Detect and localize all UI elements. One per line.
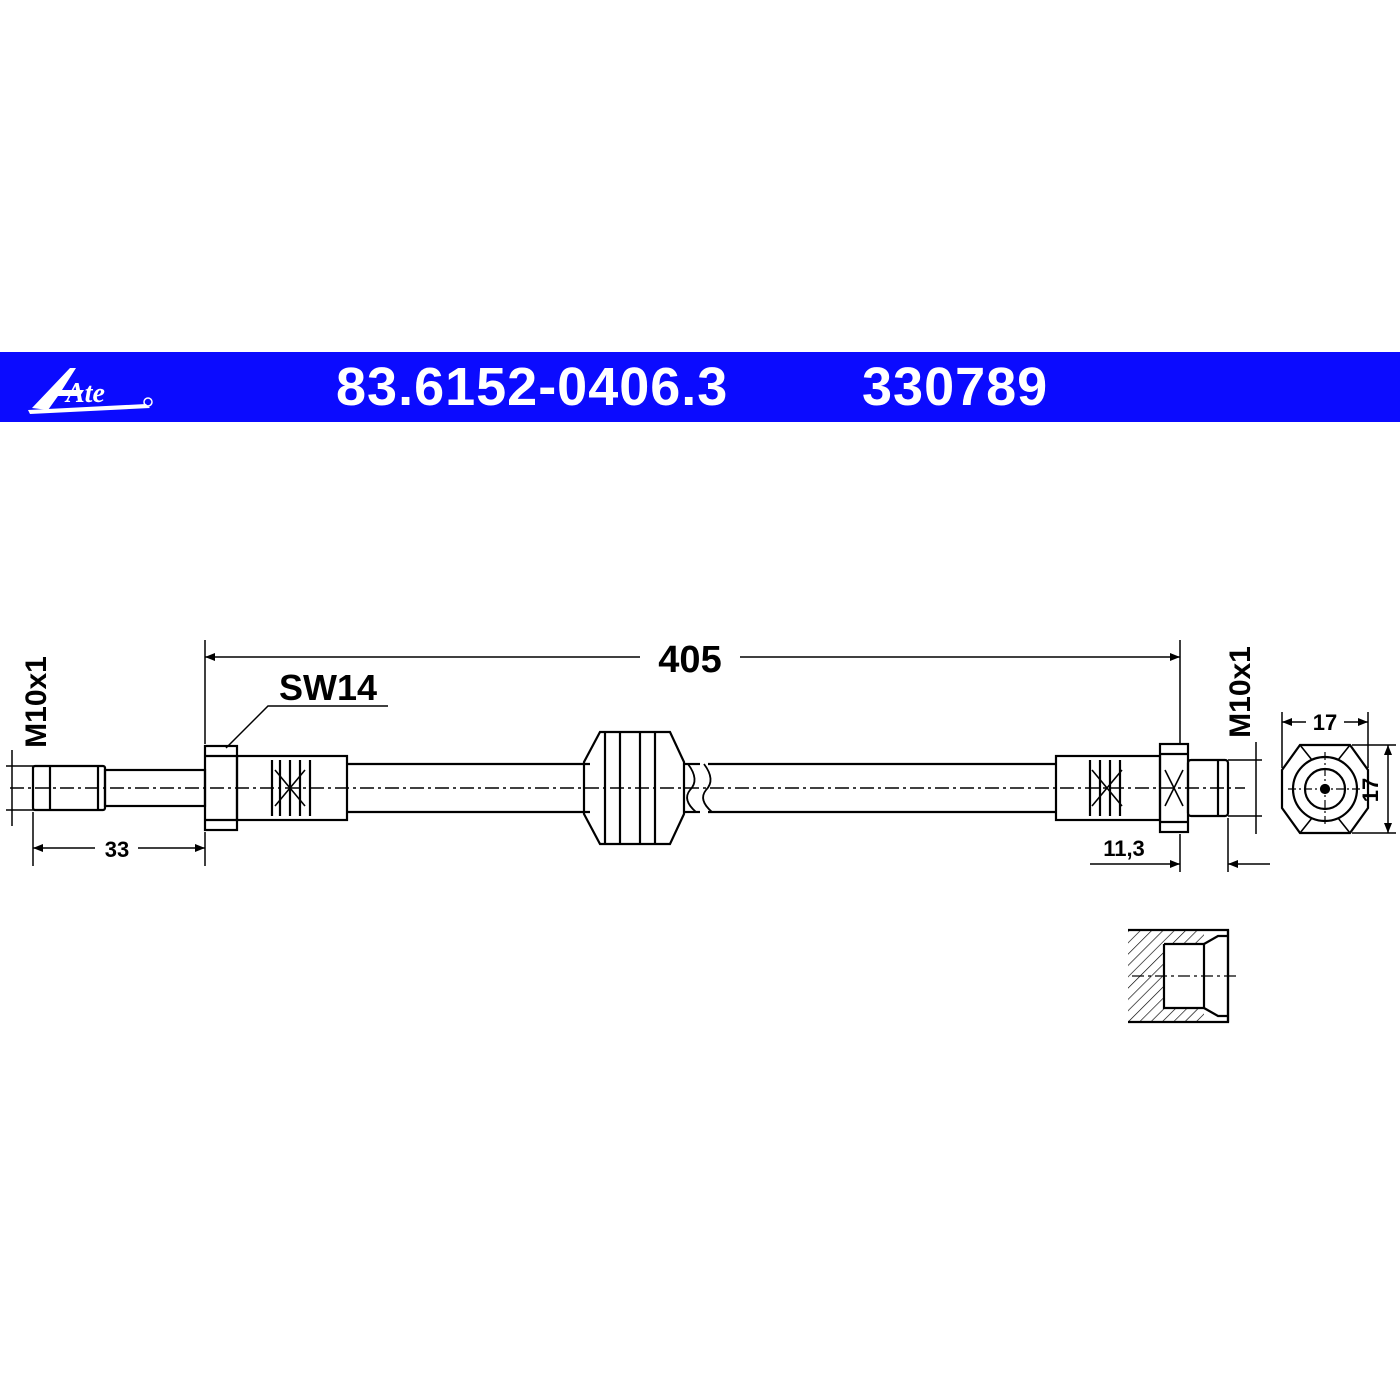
- dim-405-label: 405: [658, 639, 721, 681]
- left-ferrule: [235, 754, 349, 822]
- sw14-leader: [225, 705, 388, 749]
- end-view-hex: [1280, 743, 1370, 835]
- sw14-label: SW14: [279, 667, 377, 708]
- dim-17-width-label: 17: [1313, 710, 1337, 735]
- header-bar: [0, 352, 1400, 422]
- dim-33-label: 33: [105, 837, 129, 862]
- ate-logo: Ate: [28, 368, 153, 414]
- dim-11-3-label: 11,3: [1103, 836, 1145, 861]
- right-thread-label: M10x1: [1224, 646, 1257, 738]
- right-thread: [1186, 758, 1230, 818]
- break-mark: [686, 763, 697, 813]
- left-thread-label: M10x1: [20, 656, 53, 748]
- section-detail: [1128, 928, 1240, 1024]
- grommet: [582, 730, 686, 846]
- dim-17-height-label: 17: [1358, 778, 1383, 802]
- reference-number: 330789: [862, 357, 1049, 417]
- brand-text: Ate: [64, 378, 105, 409]
- part-number: 83.6152-0406.3: [336, 357, 729, 417]
